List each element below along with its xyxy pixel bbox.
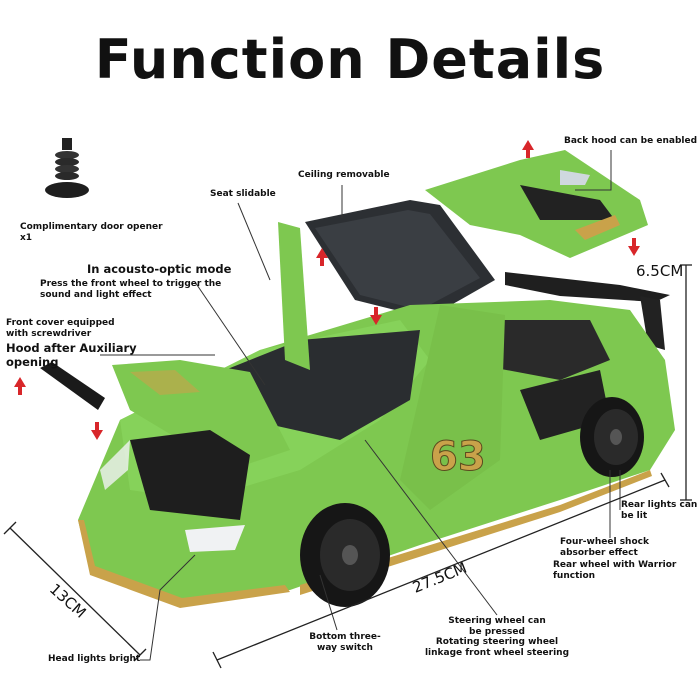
seat-label: Seat slidable bbox=[210, 189, 276, 199]
height-dimension: 6.5CM bbox=[636, 262, 684, 280]
rear-wheel-label: Rear wheel with Warrior function bbox=[553, 560, 677, 581]
rotating-label: Rotating steering wheel linkage front wh… bbox=[424, 637, 570, 658]
indicator-arrows bbox=[14, 140, 640, 440]
back-hood-part bbox=[425, 150, 648, 258]
hood-after-label: Hood after Auxiliary opening bbox=[6, 341, 137, 369]
rear-lights-label: Rear lights can be lit bbox=[621, 500, 698, 521]
bottom-switch-label: Bottom three-way switch bbox=[309, 632, 381, 653]
acousto-desc: Press the front wheel to trigger the sou… bbox=[40, 279, 222, 300]
steering-label: Steering wheel can be pressed bbox=[448, 616, 546, 637]
door-opener-label: Complimentary door opener x1 bbox=[20, 222, 163, 243]
acousto-title: In acousto-optic mode bbox=[87, 262, 232, 276]
ceiling-label: Ceiling removable bbox=[298, 170, 390, 180]
rear-wheel bbox=[580, 397, 644, 477]
screwdriver-icon bbox=[40, 362, 105, 410]
svg-text:63: 63 bbox=[430, 434, 486, 480]
shock-label: Four-wheel shock absorber effect bbox=[560, 537, 649, 558]
leader-lines bbox=[100, 150, 621, 661]
ceiling-part bbox=[305, 200, 495, 322]
page-title: Function Details bbox=[94, 28, 606, 91]
front-wheel bbox=[300, 503, 390, 607]
spoiler-part bbox=[505, 272, 670, 350]
back-hood-label: Back hood can be enabled bbox=[564, 136, 698, 146]
headlights-label: Head lights bright bbox=[48, 654, 141, 664]
dimension-lines bbox=[3, 264, 692, 669]
front-cover-label: Front cover equipped with screwdriver bbox=[6, 318, 115, 339]
door-opener-icon bbox=[45, 138, 89, 198]
